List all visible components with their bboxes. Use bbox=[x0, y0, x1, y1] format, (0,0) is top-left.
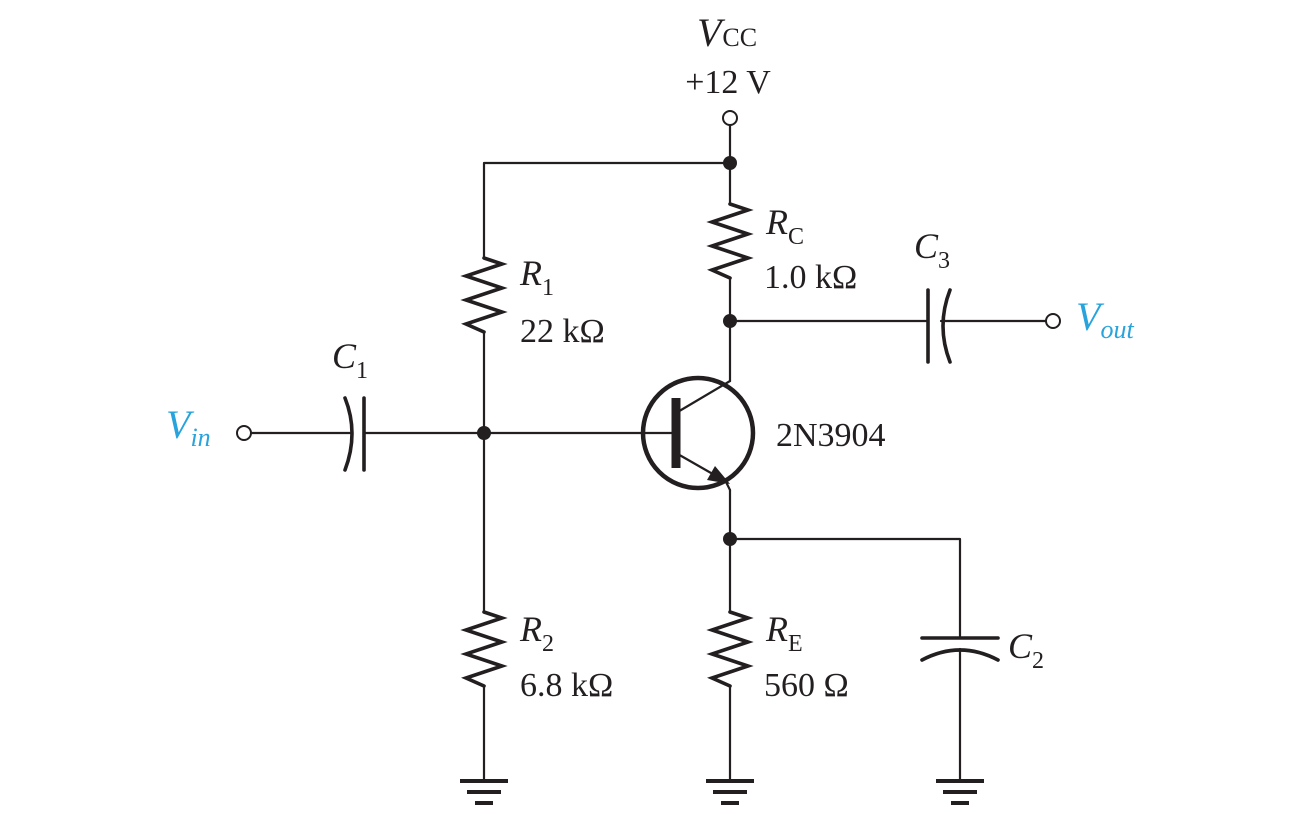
c3-label: C3 bbox=[914, 226, 950, 274]
r2-label: R2 bbox=[519, 609, 554, 657]
re-value-label: 560 Ω bbox=[764, 667, 849, 704]
output-terminal bbox=[1045, 313, 1061, 329]
r1-label: R1 bbox=[519, 253, 554, 301]
re-resistor bbox=[706, 610, 754, 688]
c3-capacitor bbox=[926, 288, 952, 364]
re-label: RE bbox=[765, 609, 803, 657]
r1-resistor bbox=[460, 256, 508, 334]
c2-label: C2 bbox=[1008, 626, 1044, 674]
r2-value-label: 6.8 kΩ bbox=[520, 667, 613, 704]
output-label: Vout bbox=[1076, 294, 1134, 344]
ground-icon bbox=[936, 779, 984, 805]
rc-value-label: 1.0 kΩ bbox=[764, 259, 857, 296]
c1-label: C1 bbox=[332, 336, 368, 384]
supply-voltage-label: +12 V bbox=[685, 64, 771, 101]
emitter-arrow-icon bbox=[707, 466, 730, 484]
ground-icon bbox=[460, 779, 508, 805]
ground-icon bbox=[706, 779, 754, 805]
c2-top-wire bbox=[728, 537, 962, 640]
top-rail-wire bbox=[482, 161, 732, 260]
supply-terminal bbox=[722, 110, 738, 165]
r2-resistor bbox=[460, 610, 508, 688]
input-terminal bbox=[236, 425, 252, 441]
base-junction bbox=[477, 426, 491, 440]
npn-transistor bbox=[640, 375, 756, 492]
rc-resistor bbox=[706, 202, 754, 280]
input-label: Vin bbox=[166, 402, 211, 452]
r1-value-label: 22 kΩ bbox=[520, 313, 605, 350]
supply-label: VCC bbox=[697, 10, 757, 55]
transistor-part-label: 2N3904 bbox=[776, 417, 886, 454]
rc-label: RC bbox=[765, 202, 804, 250]
